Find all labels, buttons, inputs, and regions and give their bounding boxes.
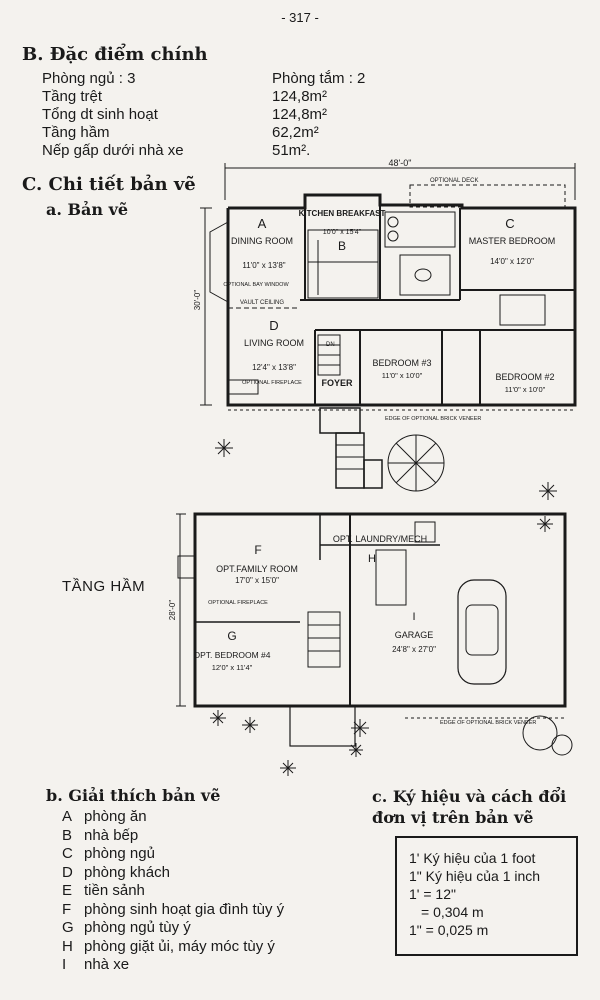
basement-label: TẦNG HẦM	[62, 578, 146, 595]
legend-text: nhà xe	[84, 956, 130, 973]
room-size: 11'0" x 10'0"	[505, 385, 546, 394]
legend-key: C	[62, 845, 73, 862]
spec-label: Phòng ngủ : 3	[42, 70, 136, 87]
room-size: 11'0" x 10'0"	[382, 371, 423, 380]
legend-text: phòng ăn	[84, 808, 147, 825]
room-letter: D	[269, 318, 278, 333]
fireplace-label: OPTIONAL FIREPLACE	[242, 380, 302, 386]
room-letter: G	[227, 629, 236, 643]
subsection-c-title: c. Ký hiệu và cách đổi đơn vị trên bản v…	[372, 787, 567, 827]
room-name: BEDROOM #2	[495, 372, 554, 382]
spec-value: Phòng tắm : 2	[272, 70, 366, 87]
room-size: 24'8" x 27'0"	[392, 645, 436, 654]
floor-plan-drawing: 48'-0" 30'-0" OPTIONAL DECK A DINING ROO…	[168, 158, 577, 776]
room-size: 11'0" x 13'8"	[242, 261, 285, 270]
room-letter: C	[505, 216, 514, 231]
legend-text: phòng khách	[84, 863, 170, 881]
legend-text: phòng ngủ	[84, 845, 155, 862]
room-name: BEDROOM #3	[372, 358, 431, 368]
legend-key: H	[62, 937, 73, 955]
legend-key: A	[62, 808, 73, 825]
page-number: - 317 -	[281, 10, 319, 25]
room-name: GARAGE	[395, 630, 434, 640]
legend-text: nhà bếp	[84, 826, 139, 844]
unit-line: 1' Ký hiệu của 1 foot	[409, 850, 536, 866]
legend-text: phòng sinh hoạt gia đình tùy ý	[84, 900, 285, 918]
optional-bay-label: OPTIONAL BAY WINDOW	[223, 282, 289, 288]
spec-value: 51m².	[272, 142, 311, 159]
spec-label: Tầng hầm	[42, 124, 110, 141]
legend-text: phòng ngủ tùy ý	[84, 919, 191, 936]
stair-dn-label: DN	[326, 342, 335, 348]
unit-line: 1" Ký hiệu của 1 inch	[409, 868, 541, 884]
room-name: DINING ROOM	[231, 236, 293, 246]
room-letter: H	[368, 553, 376, 565]
section-b-title: B. Đặc điểm chính	[22, 44, 208, 65]
legend-key: I	[62, 956, 67, 973]
subsection-a-title: a. Bản vẽ	[46, 200, 129, 219]
brick-veneer-label: EDGE OF OPTIONAL BRICK VENEER	[440, 720, 536, 726]
subsection-b-title: b. Giải thích bản vẽ	[46, 786, 221, 805]
room-letter: F	[254, 543, 261, 557]
room-letter: A	[258, 216, 267, 231]
room-name: KITCHEN BREAKFAST	[299, 209, 386, 218]
vault-label: VAULT CEILING	[240, 300, 284, 306]
room-size: 14'0" x 12'0"	[490, 257, 534, 266]
spec-value: 124,8m²	[272, 88, 328, 105]
spec-label: Tầng trệt	[42, 88, 103, 105]
room-name: OPT.FAMILY ROOM	[216, 564, 298, 574]
basement-depth-dim: 28'-0"	[168, 600, 177, 621]
depth-dim: 30'-0"	[193, 290, 202, 311]
legend-key: E	[62, 882, 73, 899]
unit-line: 1" = 0,025 m	[409, 922, 489, 938]
legend-text: tiền sảnh	[84, 882, 145, 899]
legend-key: D	[62, 863, 73, 881]
room-size: 12'0" x 11'4"	[212, 663, 253, 672]
room-name: OPT. LAUNDRY/MECH	[333, 534, 427, 544]
unit-line: = 0,304 m	[421, 904, 484, 920]
room-size: 10'0" x 15'4"	[323, 229, 362, 236]
unit-line: 1' = 12"	[409, 886, 456, 902]
optional-deck-label: OPTIONAL DECK	[430, 178, 478, 184]
legend-key: B	[62, 826, 73, 844]
brick-veneer-label: EDGE OF OPTIONAL BRICK VENEER	[385, 416, 481, 422]
legend-text: phòng giặt ủi, máy móc tùy ý	[84, 937, 275, 955]
room-name: MASTER BEDROOM	[469, 236, 556, 246]
room-size: 17'0" x 15'0"	[235, 576, 279, 585]
section-c-title: C. Chi tiết bản vẽ	[22, 174, 196, 195]
spec-value: 124,8m²	[272, 106, 328, 123]
spec-label: Tổng dt sinh hoạt	[42, 106, 158, 123]
spec-value: 62,2m²	[272, 124, 319, 141]
spec-label: Nếp gấp dưới nhà xe	[42, 142, 184, 159]
legend-key: F	[62, 900, 72, 918]
room-letter: B	[338, 239, 346, 253]
opt-fireplace-label: OPTIONAL FIREPLACE	[208, 600, 268, 606]
room-size: 12'4" x 13'8"	[252, 363, 296, 372]
room-name: FOYER	[321, 378, 353, 388]
overall-width-dim: 48'-0"	[389, 158, 412, 168]
legend-key: G	[62, 919, 74, 936]
unit-conversion-box: 1' Ký hiệu của 1 foot 1" Ký hiệu của 1 i…	[395, 836, 578, 956]
room-letter: I	[412, 611, 415, 623]
room-name: OPT. BEDROOM #4	[194, 650, 271, 660]
room-name: LIVING ROOM	[244, 338, 304, 348]
